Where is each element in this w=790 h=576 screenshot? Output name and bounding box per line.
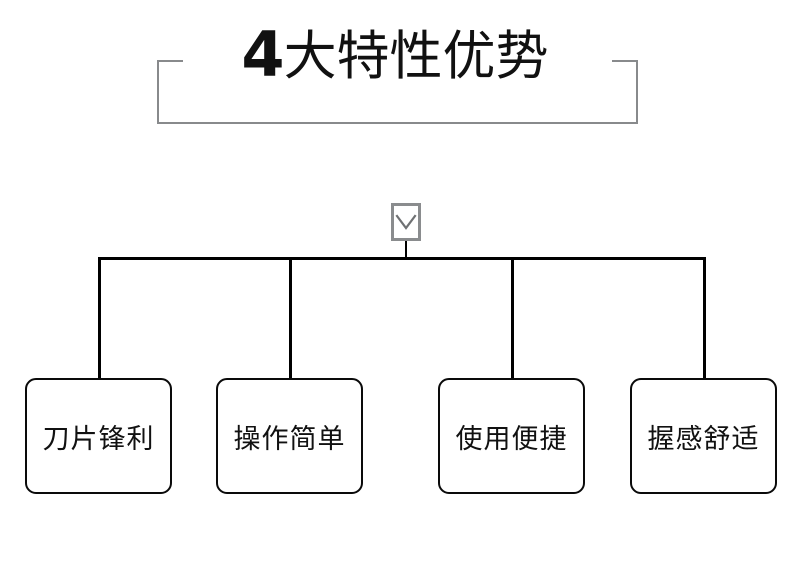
connector-drop-1	[98, 257, 101, 380]
feature-node-2[interactable]: 操作简单	[216, 378, 363, 494]
bracket-left-top-stub	[157, 60, 183, 62]
title-block: 4大特性优势	[0, 0, 790, 140]
feature-node-2-label: 操作简单	[233, 423, 346, 455]
chevron-down-icon	[395, 214, 417, 230]
connector-horizontal-bus	[98, 257, 706, 260]
connector-drop-3	[511, 257, 514, 380]
bracket-right-vertical	[636, 60, 638, 124]
bracket-right-top-stub	[612, 60, 638, 62]
title-label: 大特性优势	[283, 26, 549, 87]
feature-node-3-label: 使用便捷	[455, 423, 568, 455]
bracket-bottom-rule	[157, 122, 638, 124]
title-number: 4	[241, 18, 284, 91]
feature-node-4[interactable]: 握感舒适	[630, 378, 777, 494]
feature-node-1[interactable]: 刀片锋利	[25, 378, 172, 494]
bracket-left-vertical	[157, 60, 159, 124]
connector-drop-2	[289, 257, 292, 380]
feature-node-4-label: 握感舒适	[647, 423, 760, 455]
page-title: 4大特性优势	[0, 24, 790, 86]
connector-drop-4	[703, 257, 706, 380]
feature-node-1-label: 刀片锋利	[42, 423, 155, 455]
feature-node-3[interactable]: 使用便捷	[438, 378, 585, 494]
connector-stem	[405, 241, 407, 259]
root-node-box[interactable]	[391, 203, 421, 241]
